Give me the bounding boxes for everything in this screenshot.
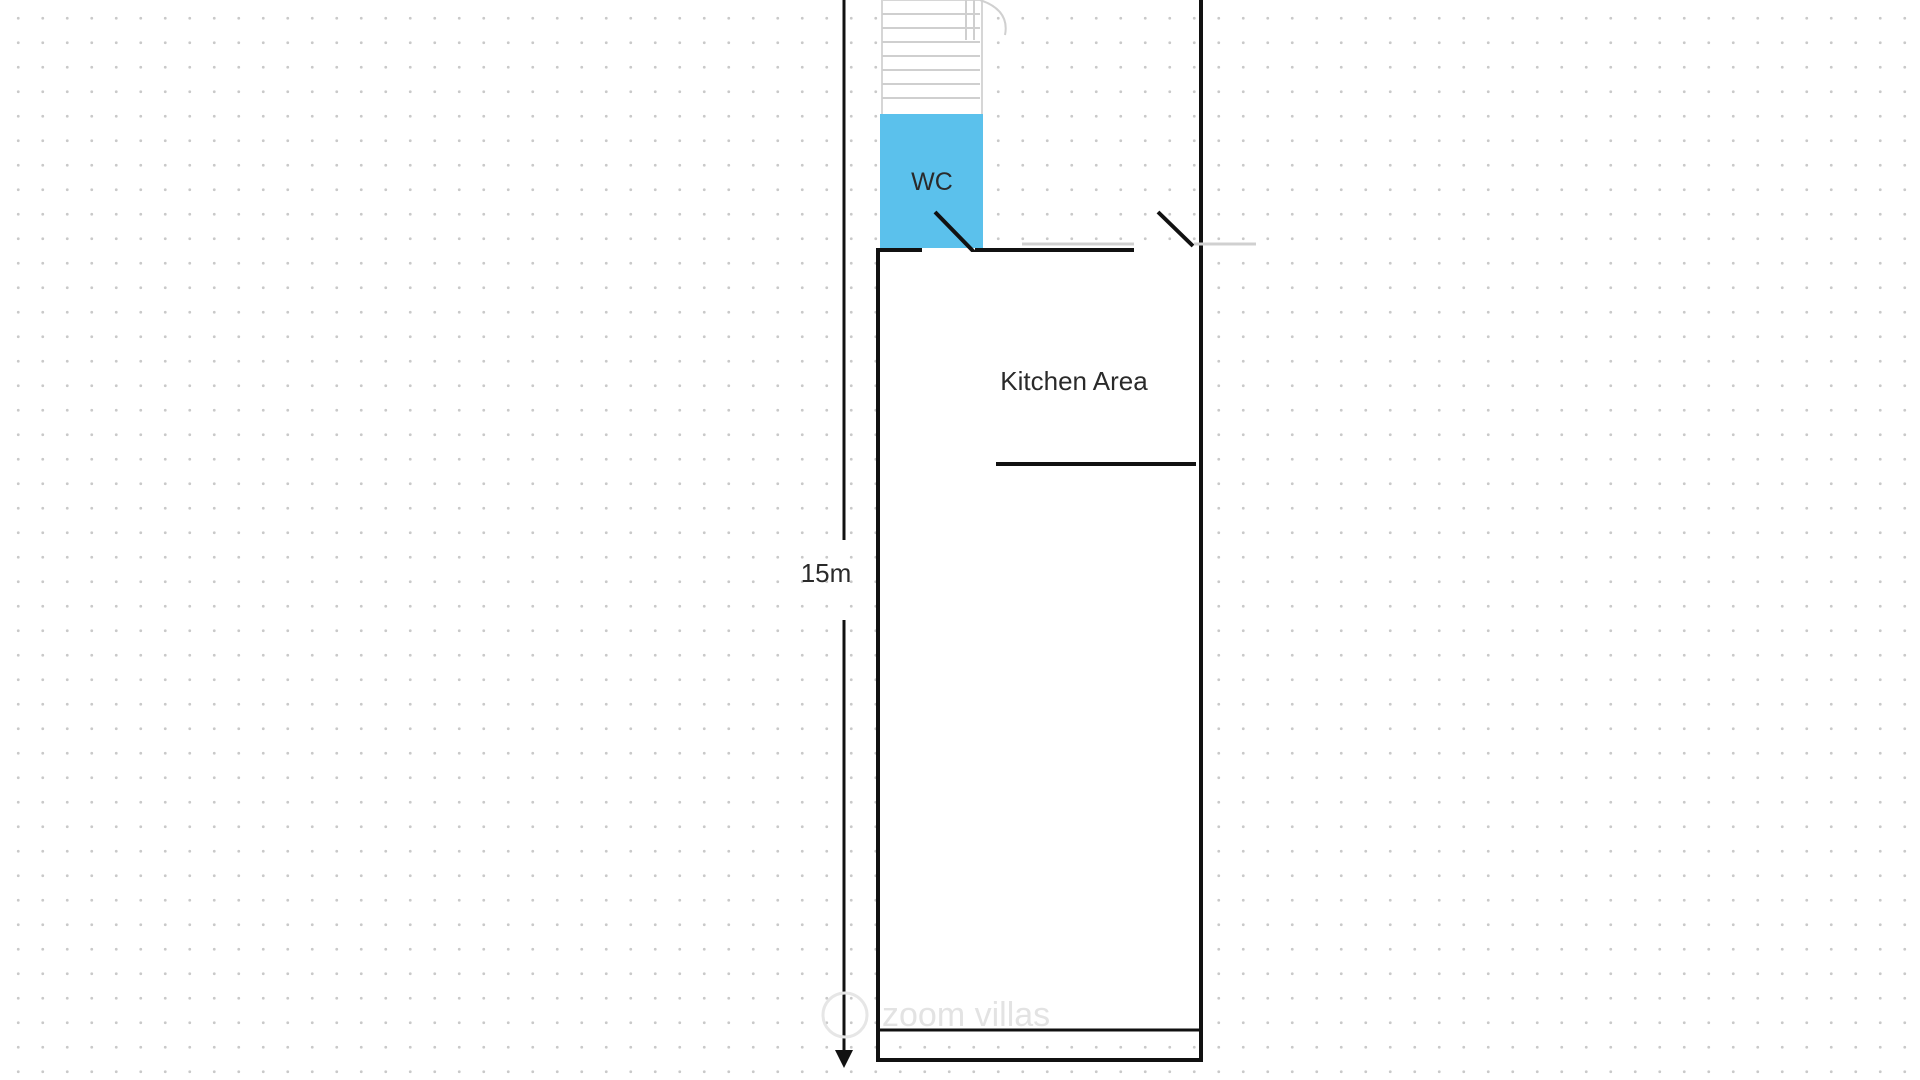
dimension-line: 15m [801, 0, 853, 1068]
arrow-down-icon [835, 1050, 853, 1068]
watermark-logo-icon [821, 991, 869, 1039]
dimension-label: 15m [801, 558, 852, 588]
door-wc [933, 210, 977, 255]
kitchen-walls [876, 250, 1203, 1060]
watermark-text: zoom villas [882, 996, 1050, 1034]
door-kitchen [1022, 210, 1256, 248]
room-kitchen-area: Kitchen Area [880, 252, 1199, 1028]
stairs [881, 0, 1007, 116]
watermark: zoom villas [821, 991, 1050, 1039]
room-wc: WC [880, 114, 983, 248]
room-wc-label: WC [911, 168, 953, 196]
room-kitchen-label: Kitchen Area [1000, 366, 1148, 396]
